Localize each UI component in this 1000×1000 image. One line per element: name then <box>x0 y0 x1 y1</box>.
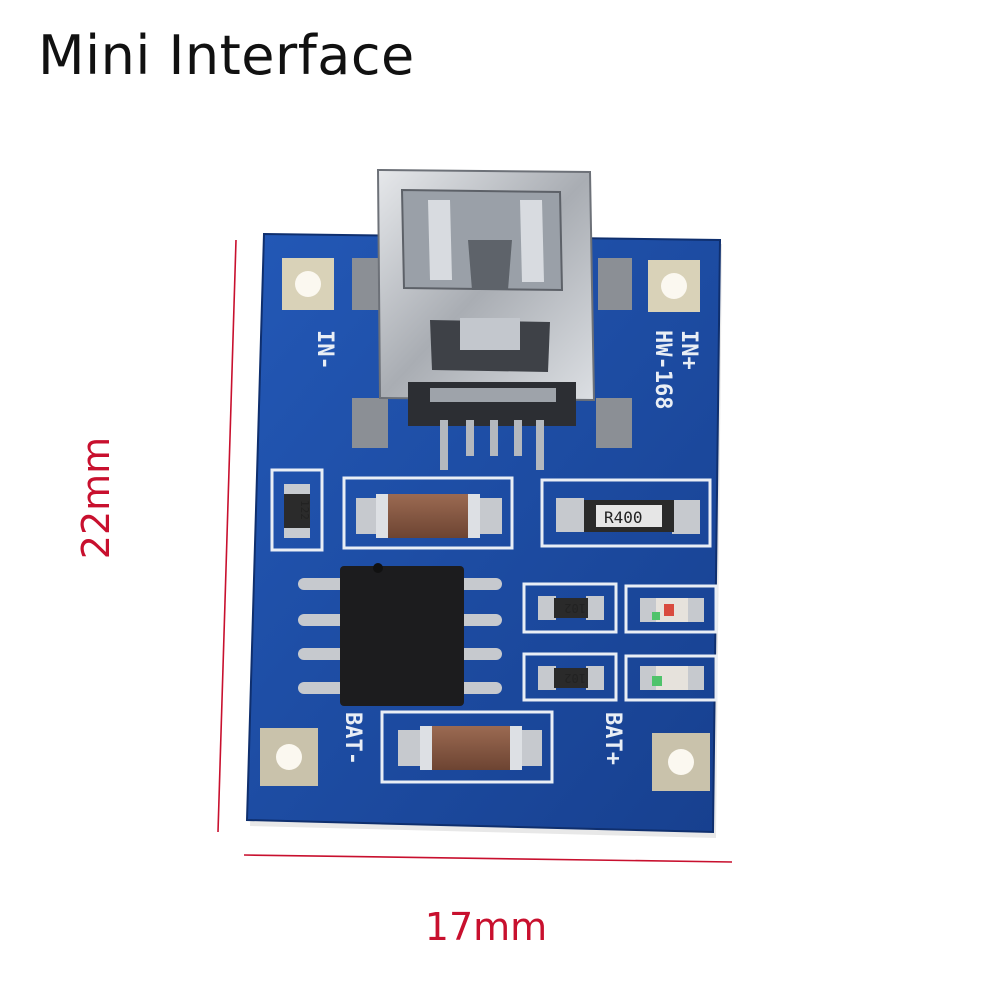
charger-ic <box>298 563 502 706</box>
resistor-122: 122 <box>270 468 324 552</box>
width-dimension-label: 17mm <box>424 905 548 949</box>
width-dimension-line <box>243 854 733 863</box>
resistor-r400: R400 <box>540 478 712 548</box>
led-indicator-2 <box>624 654 718 702</box>
height-dimension-line <box>217 239 237 833</box>
page-title: Mini Interface <box>38 24 415 87</box>
label-in-plus: IN+ <box>676 330 701 370</box>
resistor-102-a: 102 <box>522 582 618 634</box>
mounting-hole-top-left <box>282 258 334 310</box>
capacitor-top <box>342 476 514 550</box>
label-bat-plus: BAT+ <box>600 712 625 765</box>
resistor-r400-label: R400 <box>604 508 643 527</box>
resistor-102-a-label: 102 <box>564 601 586 615</box>
mounting-hole-bottom-right <box>652 733 710 791</box>
mounting-hole-top-right <box>648 260 700 312</box>
led-indicator-1 <box>624 584 718 634</box>
resistor-102-b-label: 102 <box>564 671 586 685</box>
mini-usb-connector <box>352 168 632 470</box>
capacitor-bottom <box>380 710 554 784</box>
resistor-102-b: 102 <box>522 652 618 702</box>
resistor-122-label: 122 <box>298 500 311 520</box>
label-model: HW-168 <box>650 330 675 409</box>
label-in-minus: IN- <box>312 330 337 370</box>
mounting-hole-bottom-left <box>260 728 318 786</box>
label-bat-minus: BAT- <box>340 712 365 765</box>
